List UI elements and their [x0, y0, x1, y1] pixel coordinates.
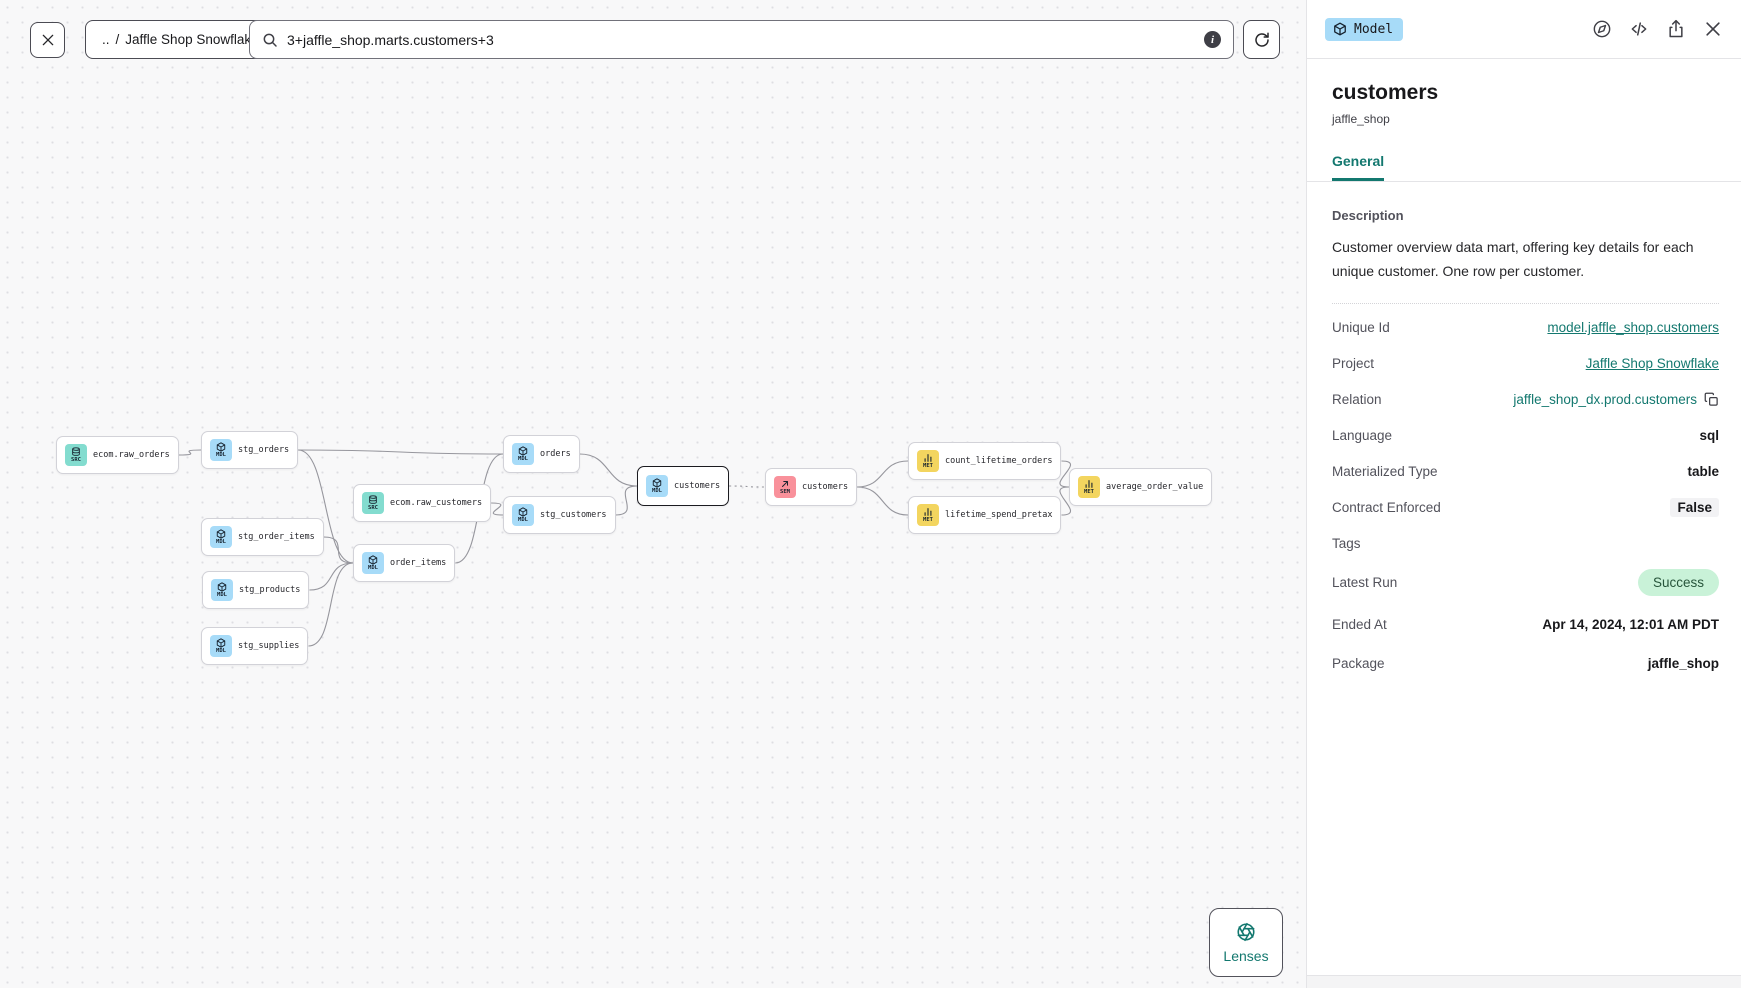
field-row-project: Project Jaffle Shop Snowflake	[1332, 356, 1719, 372]
semantic-model-icon: SEM	[774, 476, 796, 498]
lineage-search[interactable]: i	[249, 20, 1234, 59]
materialized-type-value: table	[1687, 464, 1719, 480]
lenses-label: Lenses	[1223, 947, 1269, 964]
field-row-tags: Tags	[1332, 536, 1361, 552]
field-row-latest-run: Latest Run Success	[1332, 562, 1719, 604]
package-subtitle: jaffle_shop	[1332, 112, 1390, 126]
panel-body: Description Customer overview data mart,…	[1307, 182, 1741, 975]
model-icon: MDL	[210, 635, 232, 657]
search-icon	[262, 32, 278, 48]
refresh-button[interactable]	[1243, 20, 1280, 59]
close-lineage-button[interactable]	[30, 22, 65, 58]
status-badge: Success	[1637, 569, 1719, 597]
field-row-relation: Relation jaffle_shop_dx.prod.customers	[1332, 382, 1719, 418]
graph-node-lifetime-spend-pretax[interactable]: MET lifetime_spend_pretax	[908, 496, 1062, 534]
breadcrumb[interactable]: .. / Jaffle Shop Snowflake	[85, 20, 276, 59]
close-panel-button[interactable]	[1703, 19, 1723, 39]
compass-icon	[1592, 19, 1612, 39]
source-icon: SRC	[65, 444, 87, 466]
graph-node-stg-order-items[interactable]: MDL stg_order_items	[201, 518, 324, 556]
metric-icon: MET	[917, 504, 939, 526]
copy-button[interactable]	[1704, 392, 1719, 407]
resource-type-badge: Model	[1325, 17, 1404, 41]
field-row-package: Package jaffle_shop	[1332, 656, 1719, 672]
graph-node-stg-products[interactable]: MDL stg_products	[202, 571, 310, 609]
cube-icon	[1333, 22, 1347, 36]
breadcrumb-separator: /	[115, 32, 120, 47]
close-icon	[40, 32, 56, 48]
search-input[interactable]	[287, 31, 1195, 48]
field-row-ended-at: Ended At Apr 14, 2024, 12:01 AM PDT	[1332, 617, 1719, 633]
model-icon: MDL	[211, 579, 233, 601]
details-panel: Model customers jaffle_shop General Desc…	[1306, 0, 1741, 988]
panel-footer	[1307, 975, 1741, 988]
breadcrumb-up[interactable]: ..	[102, 32, 110, 47]
graph-node-stg-orders[interactable]: MDL stg_orders	[201, 431, 299, 469]
panel-header: Model	[1307, 0, 1741, 59]
field-row-materialized-type: Materialized Type table	[1332, 464, 1719, 480]
source-icon: SRC	[362, 492, 384, 514]
metric-icon: MET	[917, 450, 939, 472]
graph-node-count-lifetime-orders[interactable]: MET count_lifetime_orders	[908, 442, 1062, 480]
lenses-button[interactable]: Lenses	[1209, 908, 1283, 977]
field-row-unique-id: Unique Id model.jaffle_shop.customers	[1332, 320, 1719, 336]
metric-icon: MET	[1078, 476, 1100, 498]
contract-enforced-badge: False	[1670, 498, 1719, 518]
panel-tabs: General	[1307, 153, 1741, 182]
graph-node-ecom-raw-customers[interactable]: SRC ecom.raw_customers	[353, 484, 492, 522]
field-row-language: Language sql	[1332, 428, 1719, 444]
divider	[1332, 302, 1719, 304]
lineage-canvas[interactable]: SRC ecom.raw_orders MDL stg_orders MDL s…	[0, 0, 1306, 988]
tab-general[interactable]: General	[1332, 153, 1385, 181]
unique-id-link[interactable]: model.jaffle_shop.customers	[1547, 320, 1719, 336]
info-icon[interactable]: i	[1204, 31, 1221, 48]
graph-node-average-order-value[interactable]: MET average_order_value	[1069, 468, 1213, 506]
project-link[interactable]: Jaffle Shop Snowflake	[1585, 356, 1719, 372]
description-text: Customer overview data mart, offering ke…	[1332, 239, 1694, 279]
copy-icon	[1704, 392, 1719, 407]
relation-value: jaffle_shop_dx.prod.customers	[1513, 392, 1697, 408]
description-label: Description	[1332, 208, 1404, 223]
field-row-contract-enforced: Contract Enforced False	[1332, 490, 1719, 526]
share-button[interactable]	[1666, 19, 1686, 39]
graph-node-customers-semantic-model[interactable]: SEM customers	[765, 468, 858, 506]
code-icon	[1629, 19, 1649, 39]
graph-node-customers-model-selected[interactable]: MDL customers	[637, 466, 730, 506]
graph-node-stg-customers[interactable]: MDL stg_customers	[503, 496, 616, 534]
model-icon: MDL	[210, 526, 232, 548]
breadcrumb-project[interactable]: Jaffle Shop Snowflake	[125, 32, 259, 47]
model-icon: MDL	[646, 475, 668, 497]
close-icon	[1703, 19, 1723, 39]
package-value: jaffle_shop	[1647, 656, 1719, 672]
graph-node-stg-supplies[interactable]: MDL stg_supplies	[201, 627, 309, 665]
explore-button[interactable]	[1592, 19, 1612, 39]
model-icon: MDL	[210, 439, 232, 461]
ended-at-value: Apr 14, 2024, 12:01 AM PDT	[1542, 617, 1719, 633]
model-icon: MDL	[362, 552, 384, 574]
view-code-button[interactable]	[1629, 19, 1649, 39]
model-icon: MDL	[512, 504, 534, 526]
share-icon	[1666, 19, 1686, 39]
graph-node-orders[interactable]: MDL orders	[503, 435, 580, 473]
language-value: sql	[1699, 428, 1719, 444]
aperture-icon	[1236, 922, 1256, 942]
refresh-icon	[1253, 31, 1271, 49]
page-title: customers	[1332, 81, 1439, 104]
model-icon: MDL	[512, 443, 534, 465]
graph-node-order-items[interactable]: MDL order_items	[353, 544, 456, 582]
graph-node-ecom-raw-orders[interactable]: SRC ecom.raw_orders	[56, 436, 179, 474]
